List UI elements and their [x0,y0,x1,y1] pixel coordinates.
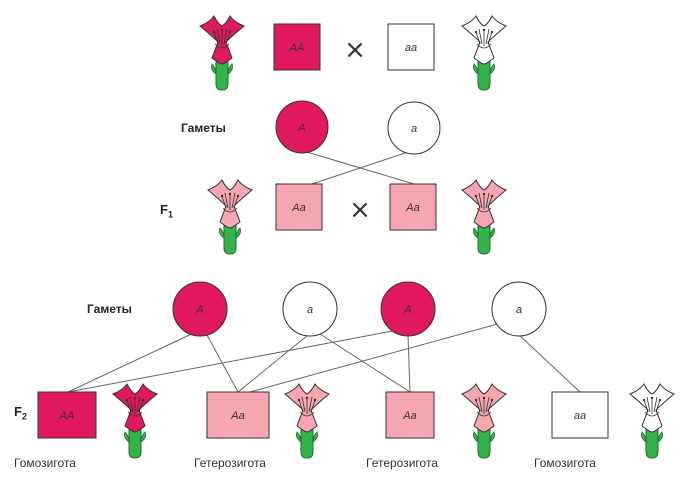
f2-generation: AA Aa Aa aa [37,383,675,459]
gamete-2a-second-label: a [516,304,522,316]
line-g1a-f1left [311,149,415,185]
gametes-row-1: A a [275,100,441,155]
line-g2A1-f2b [206,334,239,393]
f2-label-main: F [14,404,22,419]
flower-icon-dominant-parent [199,15,245,91]
cross-lines [67,149,581,393]
genotype-f2-1: AA [59,410,75,422]
gamete-circle-2a-second [491,281,547,337]
genotype-f2-3: Aa [402,410,416,422]
caption-f2-3: Гетерозигота [366,456,438,470]
gametes-label-2: Гаметы [87,302,132,316]
line-g2A2-f2c [407,334,411,393]
line-g2A1-f2a [67,329,201,393]
flower-icon-f2-4 [629,383,675,459]
genotype-box-f1-right [389,183,437,231]
line-g2a1-f2c [319,333,411,393]
f1-label-main: F [160,202,168,217]
gamete-circle-2A-first [172,281,228,337]
gamete-circle-1a [387,101,441,155]
gamete-2a-first-label: a [307,304,313,316]
parent-generation: AA × aa [199,15,507,91]
genotype-box-parent-right [387,23,435,71]
gametes-row-2: A a A a [172,281,547,337]
genotype-box-f2-4 [551,391,609,439]
f2-label-sub: 2 [21,411,27,422]
genotype-box-f1-left [275,183,323,231]
gamete-2A-second-label: A [403,304,411,316]
f2-label: F2 [14,404,27,422]
gamete-2A-first-label: A [195,304,203,316]
line-g2A2-f2a [67,329,399,393]
genotype-box-f2-3 [385,391,435,439]
gametes-label-1: Гаметы [181,121,226,135]
gamete-circle-2a-first [282,281,338,337]
cross-symbol-parents: × [344,35,366,65]
genotype-f2-4: aa [574,410,586,422]
cross-symbol-f1: × [349,195,371,225]
genotype-f1-left: Aa [291,202,305,214]
f1-label: F1 [160,202,173,220]
genotype-f2-2: Aa [230,410,244,422]
genotype-parent-left: AA [289,42,305,54]
gamete-circle-2A-second [380,281,436,337]
genotype-box-parent-left [273,23,321,71]
line-g2a2-f2b [249,321,506,393]
genotype-f1-right: Aa [405,202,419,214]
caption-f2-2: Гетерозигота [194,456,266,470]
line-g1A-f1right [299,149,415,185]
gamete-1A-label: A [297,122,305,134]
flower-icon-f1-left [207,179,253,255]
genotype-parent-right: aa [405,42,417,54]
caption-f2-4: Гомозигота [534,456,596,470]
flower-icon-f2-1 [112,383,158,459]
flower-icon-f2-3 [461,383,507,459]
genotype-box-f2-1 [37,391,97,439]
line-g2a1-f2b [237,334,309,393]
gamete-1a-label: a [411,123,417,135]
line-g2a2-f2d [517,333,581,393]
genotype-box-f2-2 [206,391,270,439]
f1-label-sub: 1 [167,209,173,220]
gamete-circle-1A [275,100,329,154]
f1-generation: Aa × Aa [207,179,507,255]
flower-icon-f1-right [461,179,507,255]
flower-icon-f2-2 [284,383,330,459]
caption-f2-1: Гомозигота [14,456,76,470]
flower-icon-recessive-parent [461,15,507,91]
